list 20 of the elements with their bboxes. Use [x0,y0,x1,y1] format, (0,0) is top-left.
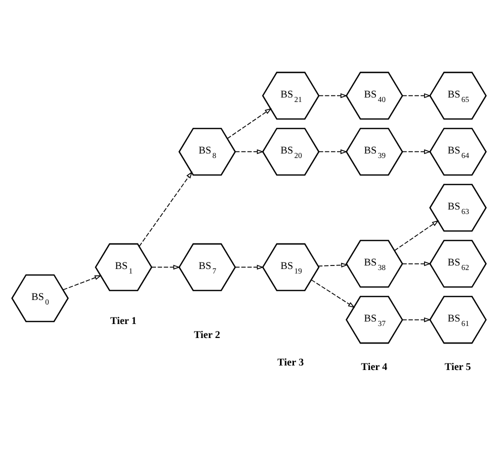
arrow [402,93,431,98]
arrow [394,220,439,251]
label: Tier 3 [277,358,304,369]
arrow [402,149,431,154]
arrow [234,149,264,154]
label: Tier 1 [110,316,137,328]
arrow [234,264,264,270]
arrow [402,317,431,322]
arrow [138,171,192,247]
arrow [318,262,348,268]
arrow [62,275,102,290]
arrow [227,108,272,139]
arrow [318,149,348,154]
label: Tier 4 [361,362,388,373]
arrow [311,280,355,308]
label: Tier 5 [444,362,471,373]
arrow [151,264,180,270]
arrow [402,261,431,266]
arrow [318,93,348,98]
label: Tier 2 [194,330,220,341]
